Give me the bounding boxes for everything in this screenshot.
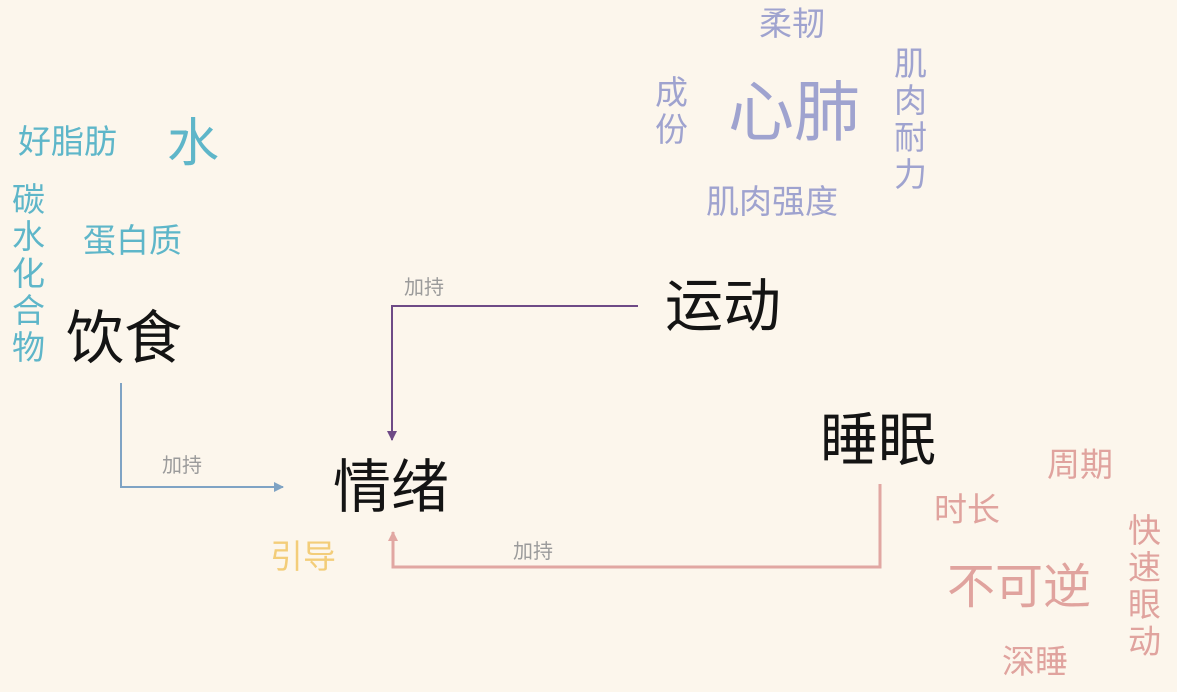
diet-term-good-fat: 好脂肪 bbox=[18, 122, 117, 161]
sleep-term-duration: 时长 bbox=[934, 490, 1000, 529]
sport-term-cardio: 心肺 bbox=[728, 74, 860, 151]
sleep-term-irreversible: 不可逆 bbox=[947, 559, 1092, 615]
emotion-term-guide: 引导 bbox=[270, 537, 336, 576]
sport-term-composition: 成份 bbox=[655, 73, 688, 149]
diet-term-water: 水 bbox=[167, 114, 220, 174]
diet-edge-label: 加持 bbox=[162, 453, 202, 477]
diet-term-protein: 蛋白质 bbox=[83, 221, 182, 260]
sport-edge-label: 加持 bbox=[404, 275, 444, 299]
diet-to-emotion-arrow bbox=[120, 383, 284, 492]
diet-term-carbs: 碳水化合物 bbox=[12, 180, 45, 367]
sleep-term-cycle: 周期 bbox=[1047, 445, 1113, 484]
diet-node: 饮食 bbox=[66, 304, 183, 372]
sleep-edge-label: 加持 bbox=[513, 539, 553, 563]
sport-term-strength: 肌肉强度 bbox=[706, 182, 838, 221]
sport-to-emotion-arrow bbox=[387, 305, 638, 441]
sleep-term-deep-sleep: 深睡 bbox=[1002, 642, 1068, 681]
sleep-term-rem: 快速眼动 bbox=[1128, 511, 1161, 661]
sport-term-endurance: 肌肉耐力 bbox=[894, 44, 927, 194]
sleep-node: 睡眠 bbox=[820, 406, 937, 474]
emotion-node: 情绪 bbox=[333, 453, 450, 521]
sport-term-flexibility: 柔韧 bbox=[759, 4, 825, 43]
sport-node: 运动 bbox=[665, 272, 782, 340]
sleep-to-emotion-arrow bbox=[388, 484, 882, 569]
